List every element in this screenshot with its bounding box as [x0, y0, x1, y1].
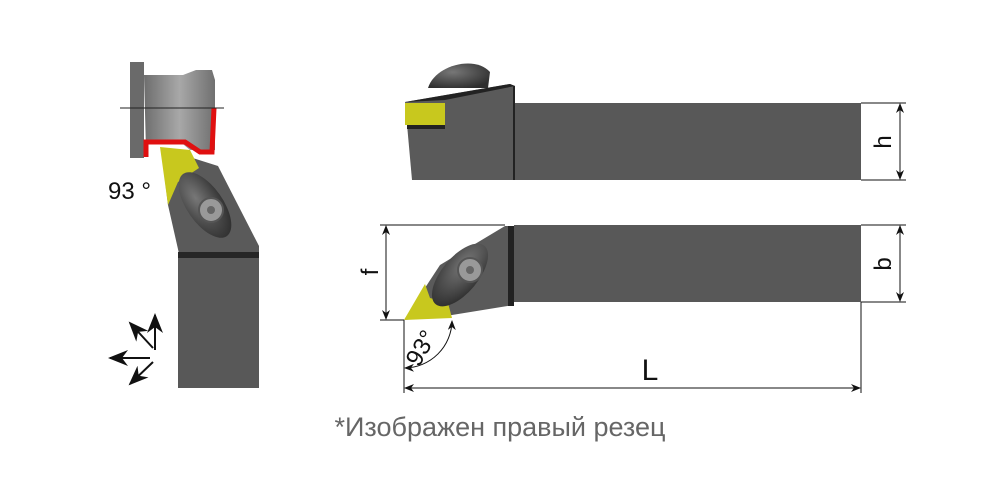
shank	[514, 225, 861, 302]
dimension-f	[380, 224, 505, 321]
shank	[178, 255, 259, 388]
machined-profile	[143, 107, 217, 157]
side-angle-label: 93 °	[108, 178, 151, 205]
plan-angle-label: 93°	[401, 326, 443, 371]
insert	[404, 284, 452, 320]
dimension-f-label: f	[357, 268, 384, 275]
plan-view-tool	[404, 225, 861, 320]
dimension-L	[403, 302, 862, 393]
clamp	[428, 63, 490, 88]
dimension-b	[861, 224, 906, 303]
feed-direction-arrows-icon	[108, 313, 163, 386]
angle-arc	[404, 320, 456, 372]
dimension-b-label: b	[870, 257, 897, 270]
side-view-tool: 93 °	[108, 147, 259, 388]
caption: *Изображен правый резец	[334, 412, 666, 442]
holder-head	[405, 84, 515, 180]
insert	[160, 147, 199, 205]
workpiece	[120, 62, 224, 158]
front-view-tool	[405, 63, 861, 180]
insert	[405, 103, 445, 125]
dimension-L-label: L	[642, 354, 659, 387]
dimension-h	[861, 102, 906, 181]
shank	[514, 103, 861, 180]
dimension-h-label: h	[870, 135, 897, 148]
